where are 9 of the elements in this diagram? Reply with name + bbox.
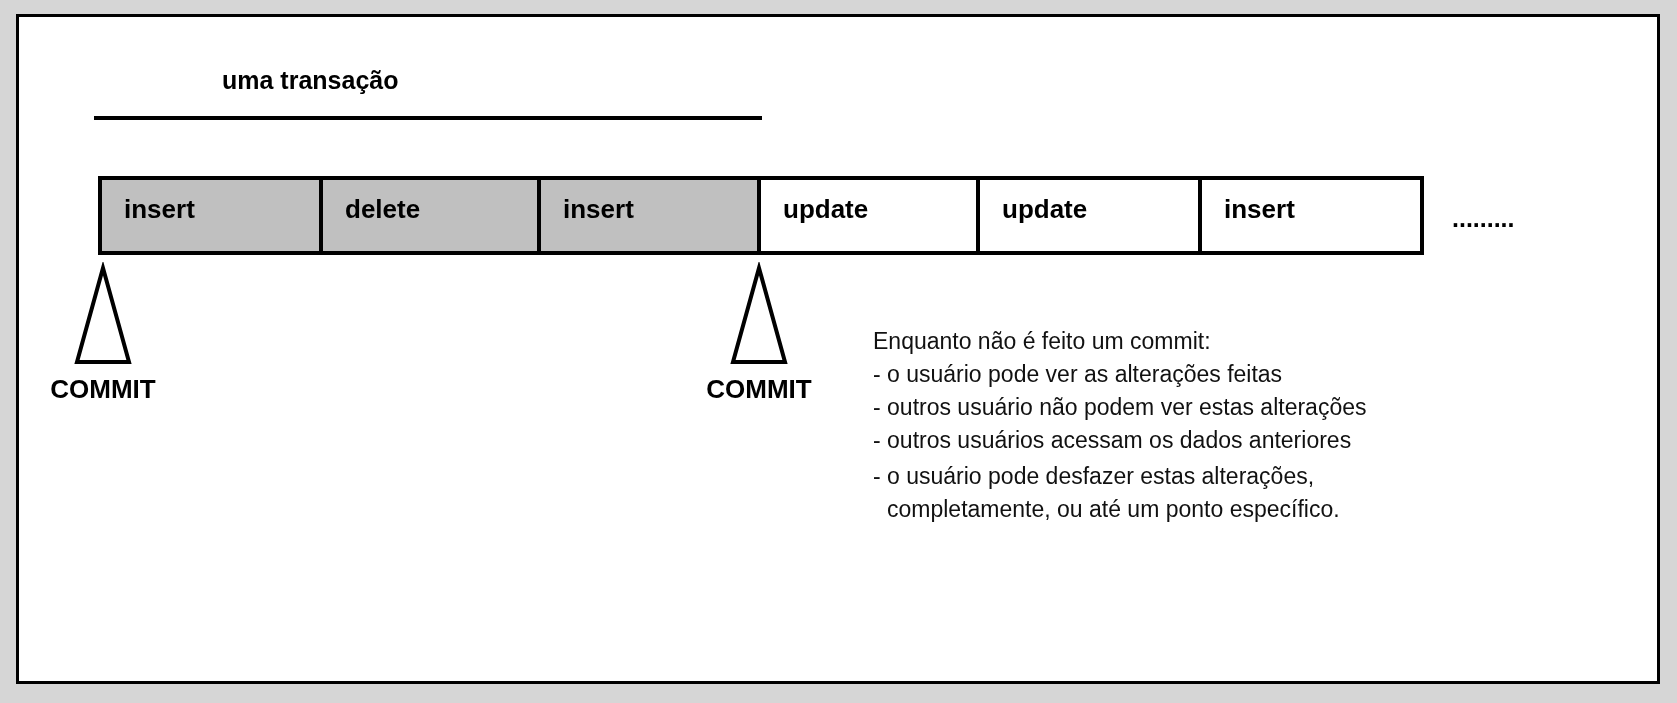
ellipsis: ......... bbox=[1452, 204, 1515, 233]
note-item: - outros usuário não podem ver estas alterações bbox=[873, 394, 1367, 421]
transaction-label: uma transação bbox=[222, 66, 399, 95]
note-item: - o usuário pode ver as alterações feitas bbox=[873, 361, 1283, 388]
commit-label: COMMIT bbox=[49, 374, 157, 405]
note-item: - o usuário pode desfazer estas alterações, completamente, ou até um ponto específico. bbox=[873, 462, 1341, 524]
note-heading: Enquanto não é feito um commit: bbox=[873, 328, 1211, 355]
commit-label: COMMIT bbox=[705, 374, 813, 405]
note-item: - outros usuários acessam os dados anteriores bbox=[873, 427, 1352, 454]
